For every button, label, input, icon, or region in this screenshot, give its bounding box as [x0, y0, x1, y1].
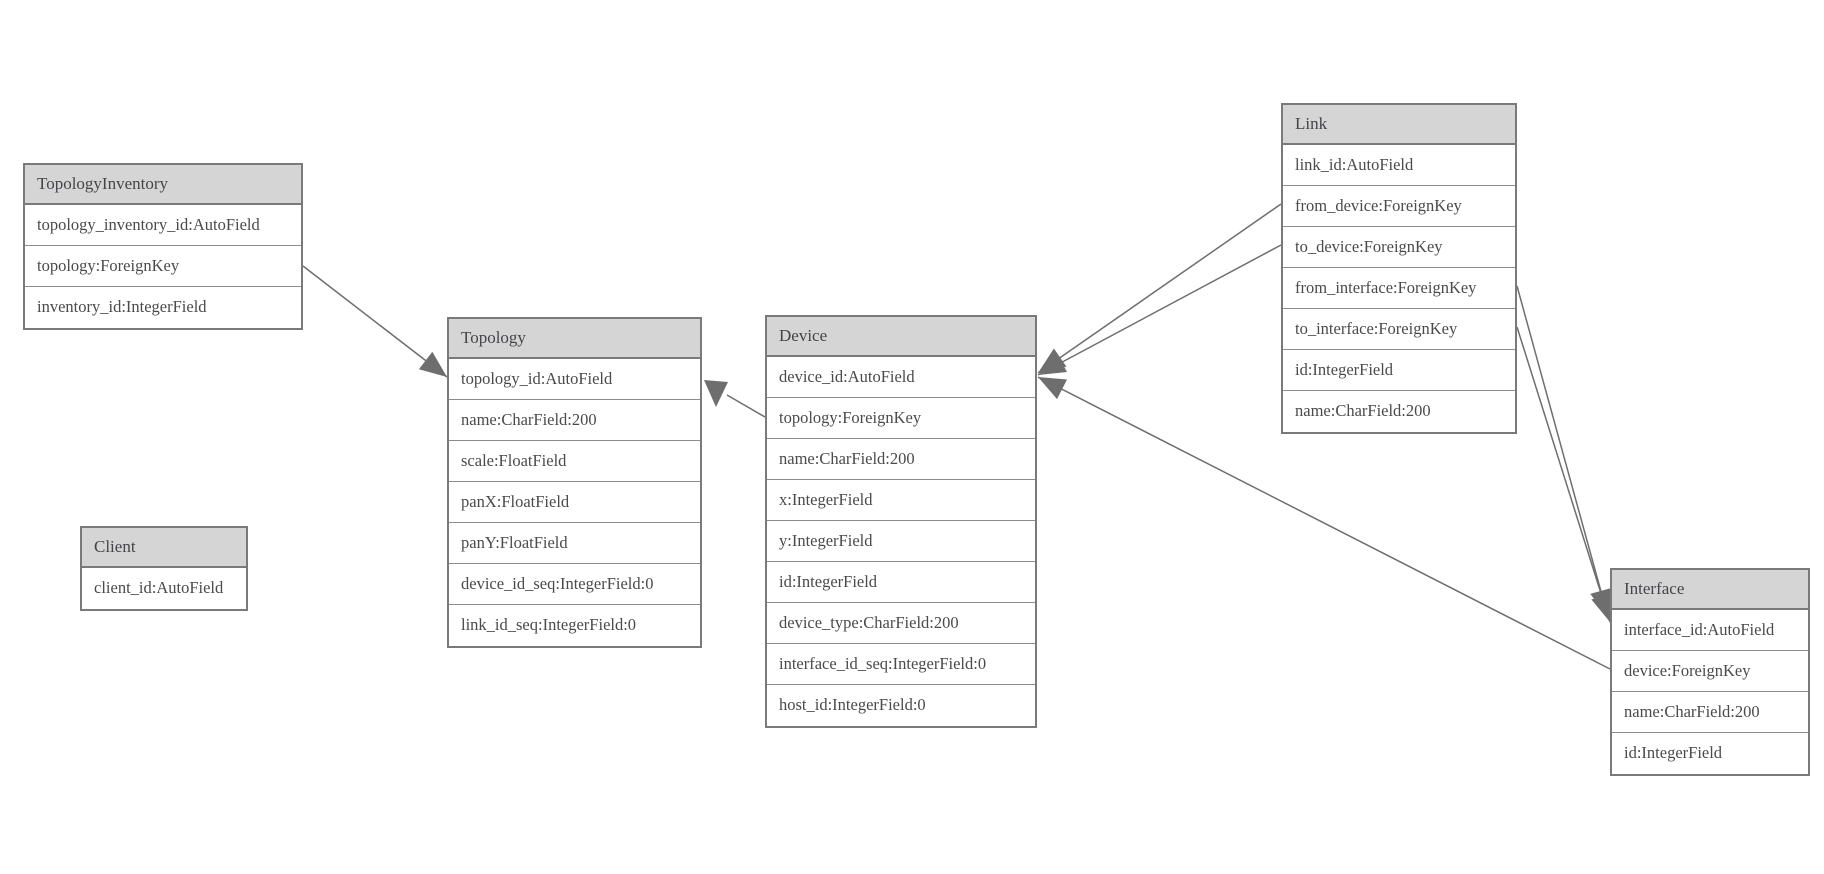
- relationship-line: [1037, 203, 1282, 374]
- entity-client: Client client_id:AutoField: [80, 526, 248, 611]
- entity-field: to_interface:ForeignKey: [1283, 309, 1515, 350]
- entity-field: x:IntegerField: [767, 480, 1035, 521]
- entity-field: interface_id_seq:IntegerField:0: [767, 644, 1035, 685]
- relationship-line: [1037, 244, 1282, 376]
- entity-field: topology:ForeignKey: [767, 398, 1035, 439]
- relationship-line: [1516, 326, 1611, 623]
- entity-title: Topology: [449, 319, 700, 359]
- entity-field: device_type:CharField:200: [767, 603, 1035, 644]
- entity-field: name:CharField:200: [1295, 401, 1431, 420]
- relationship-arrowhead-icon: [418, 351, 447, 377]
- entity-field: topology_id:AutoField: [449, 359, 700, 400]
- entity-field: client_id:AutoField: [94, 578, 224, 597]
- entity-field: name:CharField:200: [1612, 692, 1808, 733]
- entity-title: Client: [82, 528, 246, 568]
- entity-field: y:IntegerField: [767, 521, 1035, 562]
- relationship-line: [1516, 285, 1609, 618]
- entity-field: link_id:AutoField: [1283, 145, 1515, 186]
- relationship-line: [1037, 376, 1611, 670]
- entity-title: Device: [767, 317, 1035, 357]
- entity-field: id:IntegerField: [1624, 743, 1723, 762]
- entity-field: scale:FloatField: [449, 441, 700, 482]
- entity-field: from_interface:ForeignKey: [1283, 268, 1515, 309]
- entity-field: name:CharField:200: [767, 439, 1035, 480]
- relationship-line: [726, 394, 766, 418]
- entity-field: panY:FloatField: [449, 523, 700, 564]
- relationship-arrowhead-icon: [1038, 377, 1068, 400]
- entity-field: device_id_seq:IntegerField:0: [449, 564, 700, 605]
- entity-field: name:CharField:200: [449, 400, 700, 441]
- entity-field: device:ForeignKey: [1612, 651, 1808, 692]
- entity-title: Interface: [1612, 570, 1808, 610]
- entity-field: from_device:ForeignKey: [1283, 186, 1515, 227]
- relationship-arrowhead-icon: [1591, 592, 1613, 622]
- entity-title: Link: [1283, 105, 1515, 145]
- entity-title: TopologyInventory: [25, 165, 301, 205]
- entity-field: device_id:AutoField: [767, 357, 1035, 398]
- entity-field: interface_id:AutoField: [1612, 610, 1808, 651]
- entity-field: topology_inventory_id:AutoField: [25, 205, 301, 246]
- entity-field: topology:ForeignKey: [25, 246, 301, 287]
- entity-field: to_device:ForeignKey: [1283, 227, 1515, 268]
- entity-field: link_id_seq:IntegerField:0: [461, 615, 637, 634]
- entity-field: inventory_id:IntegerField: [37, 297, 207, 316]
- relationship-arrowhead-icon: [704, 380, 728, 407]
- entity-field: panX:FloatField: [449, 482, 700, 523]
- entity-field: host_id:IntegerField:0: [779, 695, 926, 714]
- entity-field: id:IntegerField: [1283, 350, 1515, 391]
- entity-field: id:IntegerField: [767, 562, 1035, 603]
- relationship-arrowhead-icon: [1038, 352, 1067, 375]
- relationship-line: [302, 265, 448, 378]
